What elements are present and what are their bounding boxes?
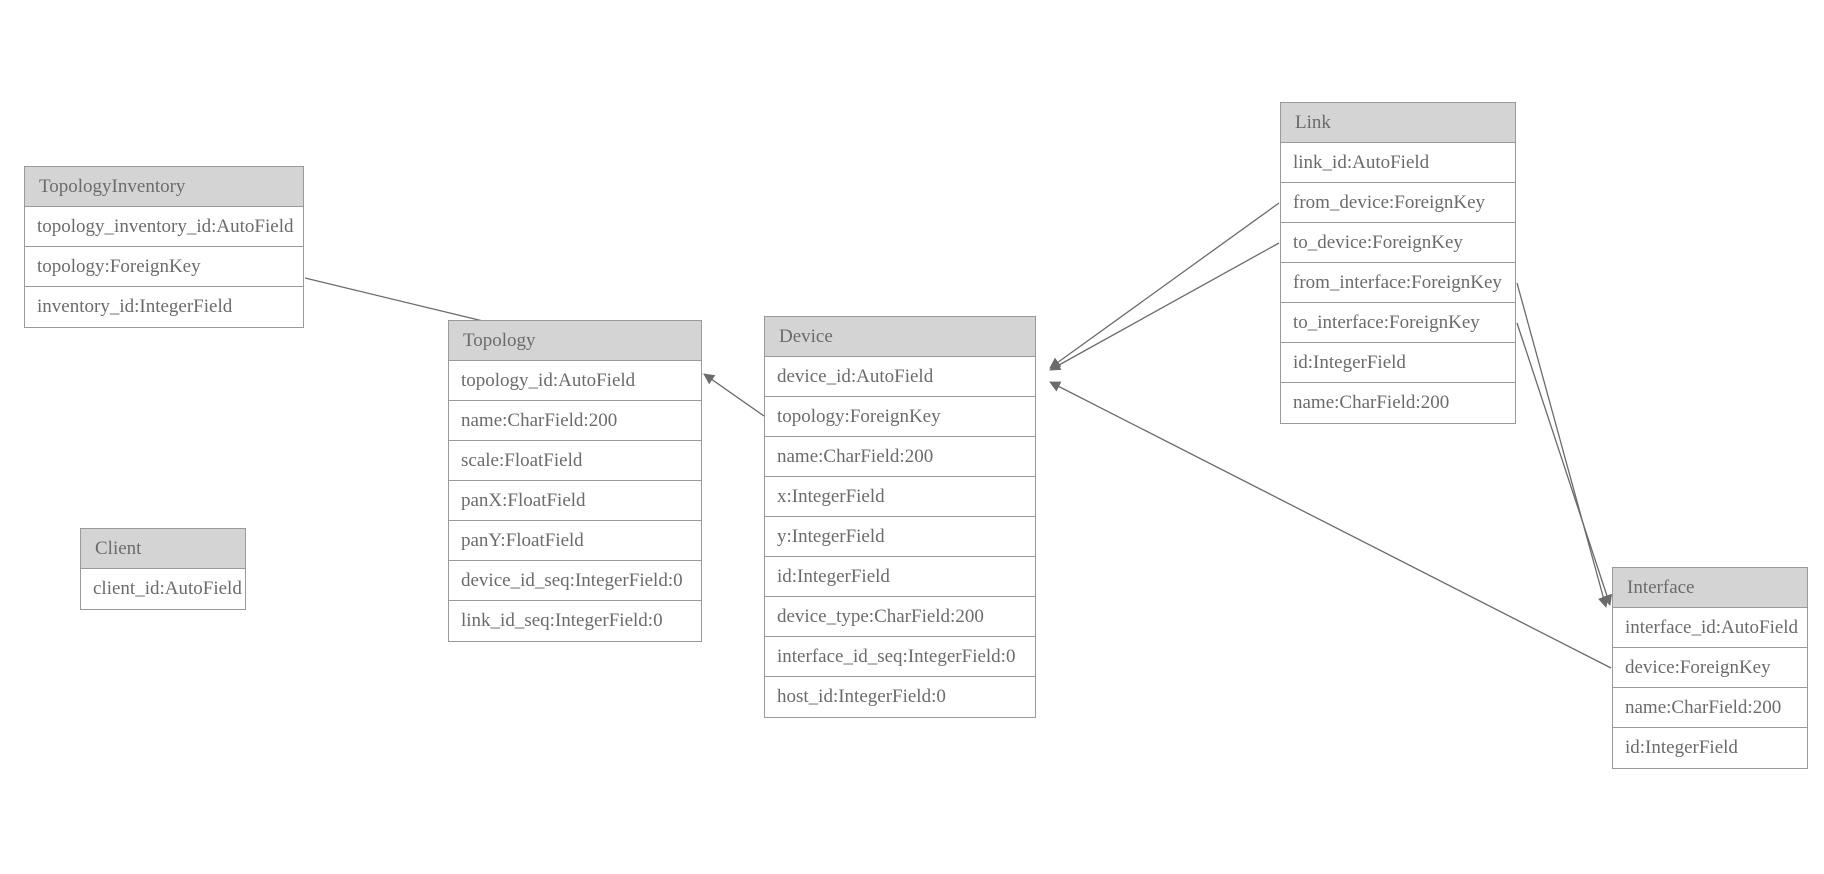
entity-attribute: device_id:AutoField — [765, 357, 1035, 397]
entity-device[interactable]: Device device_id:AutoField topology:Fore… — [764, 316, 1036, 718]
edge-link-from-interface — [1516, 282, 1609, 608]
entity-title: Link — [1281, 103, 1515, 143]
entity-topology[interactable]: Topology topology_id:AutoField name:Char… — [448, 320, 702, 642]
entity-title: Topology — [449, 321, 701, 361]
edge-interface-device — [1049, 381, 1612, 669]
entity-attribute: name:CharField:200 — [1613, 688, 1807, 728]
entity-attribute: y:IntegerField — [765, 517, 1035, 557]
entity-attribute: link_id_seq:IntegerField:0 — [461, 610, 663, 631]
entity-attribute: name:CharField:200 — [1293, 392, 1450, 413]
entity-attribute: topology_inventory_id:AutoField — [25, 207, 303, 247]
entity-attribute: id:IntegerField — [1625, 737, 1738, 758]
entity-attribute: from_interface:ForeignKey — [1281, 263, 1515, 303]
entity-attribute: device_type:CharField:200 — [765, 597, 1035, 637]
entity-attribute: interface_id_seq:IntegerField:0 — [765, 637, 1035, 677]
entity-attribute: device:ForeignKey — [1613, 648, 1807, 688]
entity-attribute: topology_id:AutoField — [449, 361, 701, 401]
entity-attribute: to_interface:ForeignKey — [1281, 303, 1515, 343]
entity-title: Device — [765, 317, 1035, 357]
entity-attribute: host_id:IntegerField:0 — [777, 686, 946, 707]
entity-title: Interface — [1613, 568, 1807, 608]
entity-title: TopologyInventory — [25, 167, 303, 207]
edge-link-from-device — [1049, 202, 1280, 369]
entity-attribute: client_id:AutoField — [93, 578, 242, 599]
entity-attribute: device_id_seq:IntegerField:0 — [449, 561, 701, 601]
entity-attribute: from_device:ForeignKey — [1281, 183, 1515, 223]
entity-attribute: panX:FloatField — [449, 481, 701, 521]
entity-interface[interactable]: Interface interface_id:AutoField device:… — [1612, 567, 1808, 769]
entity-attribute: scale:FloatField — [449, 441, 701, 481]
entity-attribute: inventory_id:IntegerField — [37, 296, 233, 317]
entity-attribute: id:IntegerField — [1281, 343, 1515, 383]
entity-attribute: name:CharField:200 — [765, 437, 1035, 477]
edge-link-to-interface — [1516, 322, 1613, 606]
entity-client[interactable]: Client client_id:AutoField — [80, 528, 246, 610]
entity-attribute: id:IntegerField — [765, 557, 1035, 597]
edge-device-topology — [703, 373, 765, 417]
entity-attribute: to_device:ForeignKey — [1281, 223, 1515, 263]
entity-attribute: interface_id:AutoField — [1613, 608, 1807, 648]
entity-attribute: x:IntegerField — [765, 477, 1035, 517]
entity-link[interactable]: Link link_id:AutoField from_device:Forei… — [1280, 102, 1516, 424]
entity-attribute: topology:ForeignKey — [765, 397, 1035, 437]
entity-attribute: panY:FloatField — [449, 521, 701, 561]
entity-attribute: link_id:AutoField — [1281, 143, 1515, 183]
entity-topologyinventory[interactable]: TopologyInventory topology_inventory_id:… — [24, 166, 304, 328]
entity-attribute: topology:ForeignKey — [25, 247, 303, 287]
entity-title: Client — [81, 529, 245, 569]
edge-link-to-device — [1049, 242, 1280, 371]
entity-attribute: name:CharField:200 — [449, 401, 701, 441]
